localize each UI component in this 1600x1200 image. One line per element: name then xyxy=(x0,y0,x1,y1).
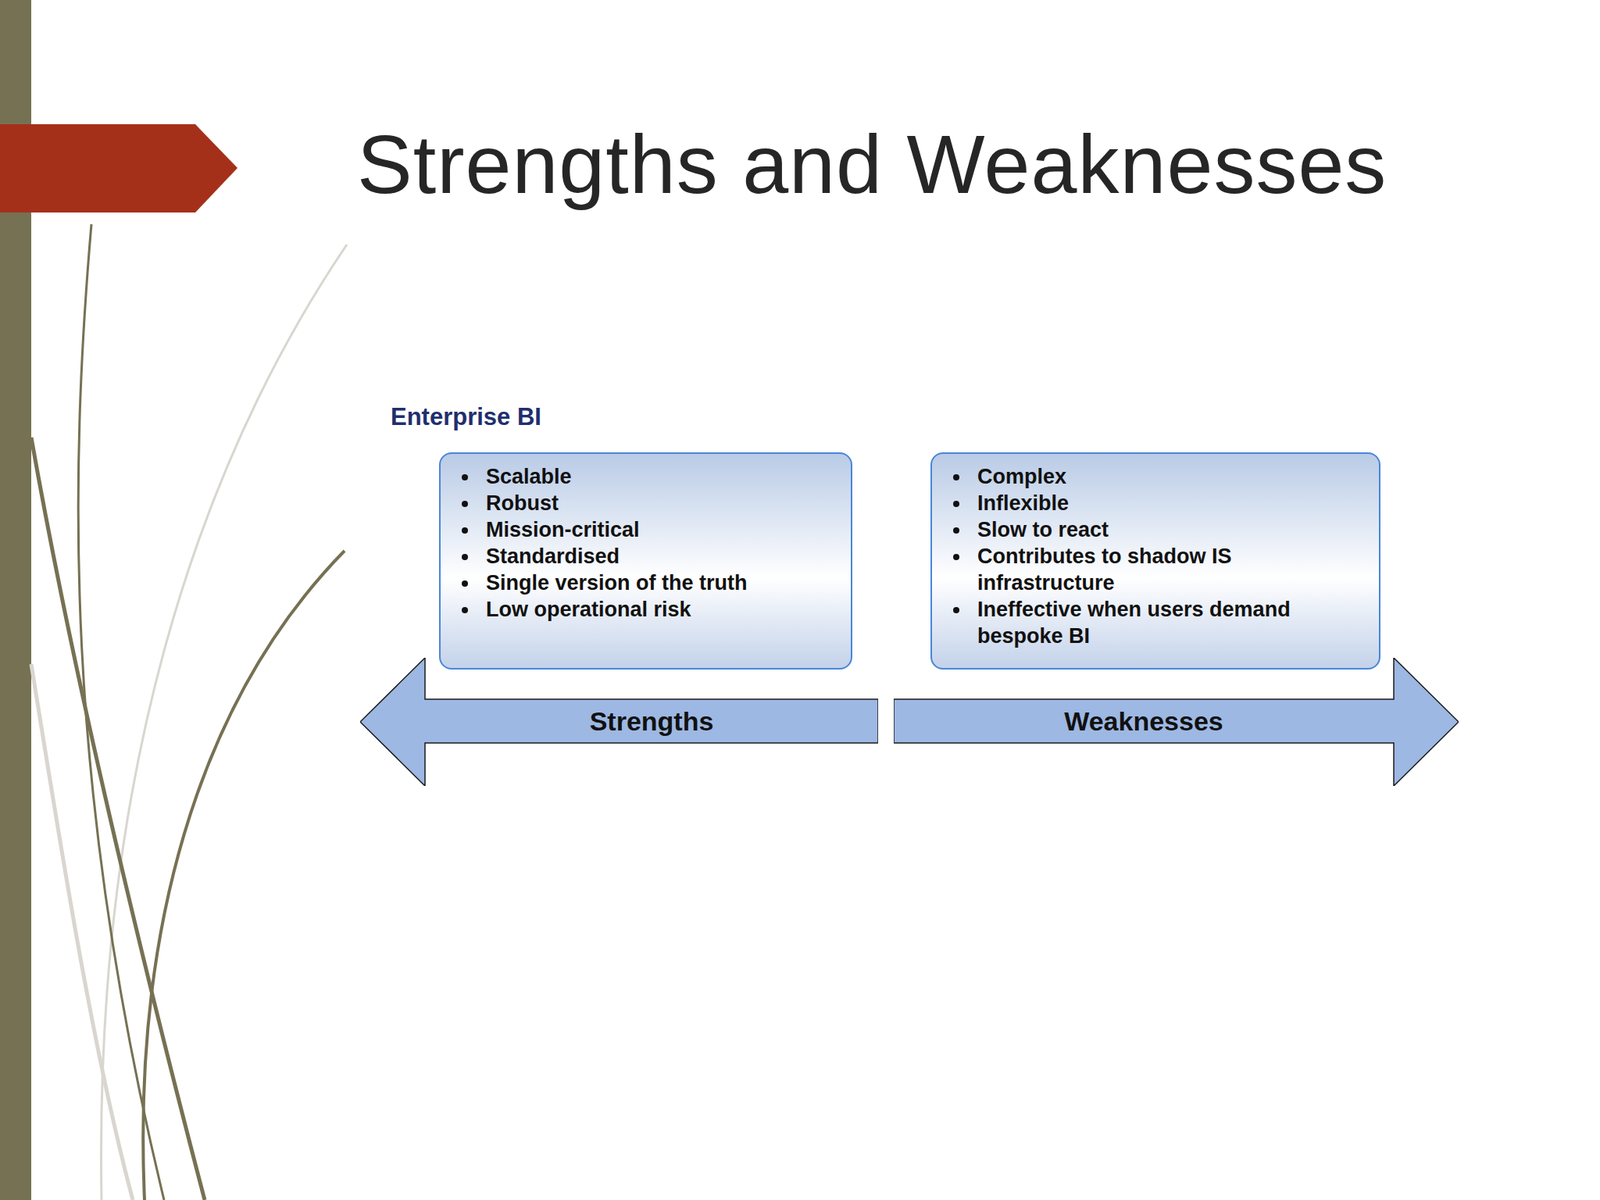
bullet-item: Slow to react xyxy=(971,516,1367,543)
bullet-item: Low operational risk xyxy=(479,596,839,623)
bullet-list: ScalableRobustMission-criticalStandardis… xyxy=(479,463,839,623)
block-arrow: Strengths xyxy=(360,657,879,786)
arrow-label: Weaknesses xyxy=(893,699,1394,743)
bullet-item: Inflexible xyxy=(971,489,1367,517)
bullet-item: Contributes to shadow IS infrastructure xyxy=(971,542,1367,597)
bullet-item: Complex xyxy=(971,463,1367,490)
bullet-box: ScalableRobustMission-criticalStandardis… xyxy=(439,452,853,670)
bullet-item: Mission-critical xyxy=(479,516,839,543)
grass-line xyxy=(78,224,165,1200)
arrow-outline xyxy=(360,657,879,786)
bullet-item: Robust xyxy=(479,489,839,517)
arrow-label: Strengths xyxy=(425,699,879,743)
grass-line xyxy=(142,550,345,1200)
bullet-item: Single version of the truth xyxy=(479,569,839,597)
section-label: Enterprise BI xyxy=(390,403,542,432)
grass-line xyxy=(31,664,133,1200)
bullet-list: ComplexInflexibleSlow to reactContribute… xyxy=(971,463,1367,650)
arrow-outline xyxy=(893,657,1459,786)
slide-title: Strengths and Weaknesses xyxy=(357,117,1387,212)
bullet-item: Ineffective when users demand bespoke BI xyxy=(971,596,1367,650)
bullet-item: Scalable xyxy=(479,463,839,490)
grass-line xyxy=(31,437,205,1200)
bullet-item: Standardised xyxy=(479,542,839,570)
grass-line xyxy=(100,244,347,1200)
bullet-box: ComplexInflexibleSlow to reactContribute… xyxy=(930,452,1381,670)
title-tab xyxy=(0,124,238,213)
block-arrow: Weaknesses xyxy=(893,657,1459,786)
